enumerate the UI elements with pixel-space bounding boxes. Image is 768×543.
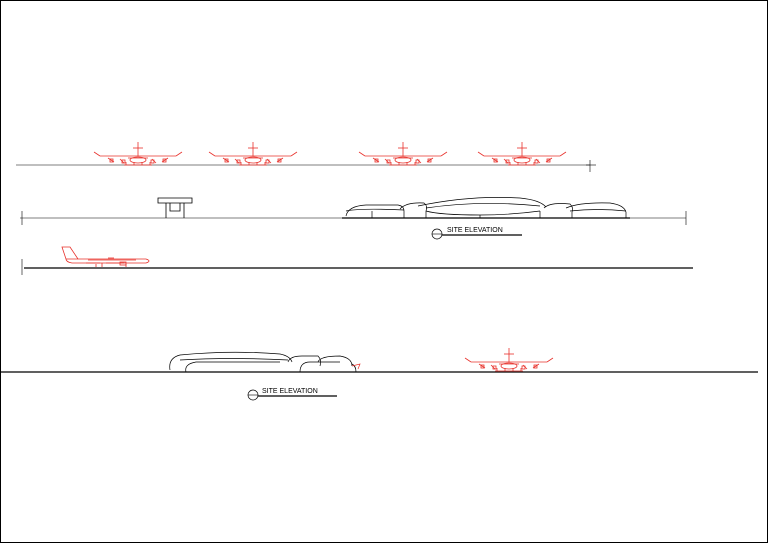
elevation-title-1: SITE ELEVATION bbox=[447, 227, 503, 234]
aircraft-side bbox=[61, 246, 150, 268]
elevation-marker-2: SITE ELEVATION bbox=[247, 388, 337, 401]
elevation-marker-1: SITE ELEVATION bbox=[431, 227, 522, 240]
aircraft-front-5 bbox=[464, 347, 554, 372]
elevation-title-2: SITE ELEVATION bbox=[262, 388, 318, 395]
aircraft-front-4 bbox=[477, 141, 567, 166]
aircraft-side-row bbox=[21, 246, 693, 275]
aircraft-tail-fragment bbox=[351, 363, 361, 370]
terminal-elevation-2: SITE ELEVATION bbox=[0, 347, 758, 401]
aircraft-row-upper bbox=[16, 141, 596, 172]
terminal-building-2 bbox=[169, 351, 357, 373]
aircraft-front-1 bbox=[93, 141, 183, 166]
control-tower bbox=[157, 197, 193, 218]
aircraft-front-3 bbox=[358, 141, 448, 166]
aircraft-front-2 bbox=[208, 141, 298, 166]
terminal-elevation-1: SITE ELEVATION bbox=[20, 197, 687, 240]
terminal-building bbox=[345, 197, 627, 218]
